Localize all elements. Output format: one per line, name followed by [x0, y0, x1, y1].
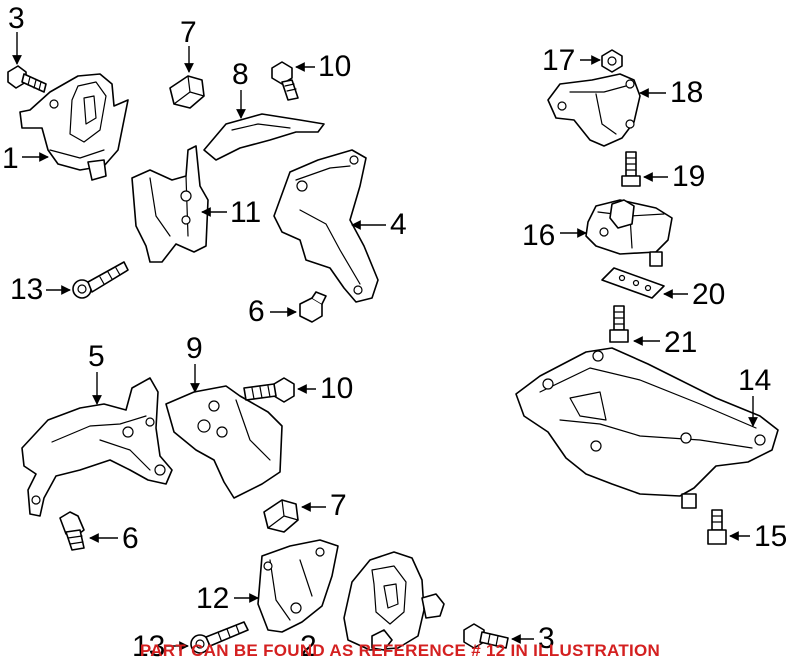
callout-13-bottom: 13: [132, 630, 165, 663]
bracket-part-11: [131, 145, 209, 263]
callout-5: 5: [88, 340, 105, 373]
callout-20: 20: [692, 278, 725, 311]
callout-7-top: 7: [180, 16, 197, 49]
callout-13-top: 13: [10, 273, 43, 306]
bracket-part-12: [257, 539, 339, 633]
bolt-part-10-top: [271, 61, 299, 101]
callout-14: 14: [738, 364, 771, 397]
callout-15: 15: [754, 520, 787, 553]
callout-10-mid: 10: [320, 372, 353, 405]
bolt-part-6-bottom: [59, 511, 85, 551]
bolt-part-13-top: [72, 261, 129, 299]
callout-6-top: 6: [248, 295, 265, 328]
callout-7-mid: 7: [330, 489, 347, 522]
callout-10-top: 10: [318, 50, 351, 83]
callout-19: 19: [672, 160, 705, 193]
callout-17: 17: [542, 44, 575, 77]
nut-part-17: [601, 49, 623, 73]
callout-18: 18: [670, 76, 703, 109]
crossmember-part-14: [515, 347, 779, 509]
bumper-part-7-mid: [263, 499, 299, 533]
callout-1: 1: [2, 142, 19, 175]
callout-21: 21: [664, 326, 697, 359]
heat-shield-part-9: [165, 385, 283, 499]
callout-11: 11: [230, 196, 261, 229]
bracket-part-4: [273, 149, 379, 303]
bracket-part-5: [21, 377, 173, 517]
callout-2: 2: [300, 630, 317, 663]
bumper-part-7-top: [169, 75, 205, 109]
callout-16: 16: [522, 219, 555, 252]
callout-3-bottom: 3: [538, 622, 555, 655]
callout-9: 9: [186, 332, 203, 365]
transmission-mount-part-16: [585, 199, 673, 267]
callout-8: 8: [232, 58, 249, 91]
bolt-part-3-bottom: [463, 623, 509, 649]
bolt-part-13-bottom: [190, 621, 249, 654]
reference-caption: PART CAN BE FOUND AS REFERENCE # 12 IN I…: [139, 641, 661, 660]
plate-part-20: [601, 267, 665, 299]
callout-6-bottom: 6: [122, 522, 139, 555]
bolt-part-21: [609, 305, 629, 343]
callout-4: 4: [390, 208, 407, 241]
heat-shield-part-8: [203, 113, 325, 161]
bolt-part-3-top: [7, 65, 47, 93]
engine-mount-part-1: [19, 73, 129, 181]
bolt-part-15: [707, 509, 727, 545]
bolt-part-6-top: [299, 291, 327, 323]
bolt-part-10-mid: [243, 377, 295, 403]
callout-3-top: 3: [8, 2, 25, 35]
callout-12: 12: [196, 582, 229, 615]
engine-mount-part-2: [343, 551, 445, 651]
mount-bracket-part-18: [547, 73, 641, 147]
bolt-part-19: [621, 151, 641, 187]
